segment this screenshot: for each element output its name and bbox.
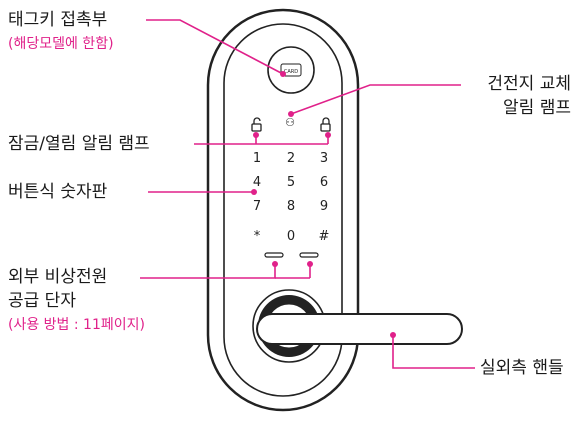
label-battery-lamp-2: 알림 램프	[503, 98, 571, 118]
keypad-key-6[interactable]: 6	[320, 175, 328, 190]
callout-tag	[146, 19, 284, 75]
dot-keypad	[251, 189, 257, 195]
battery-icon: ⚇	[285, 116, 295, 129]
label-power-1: 외부 비상전원	[8, 267, 108, 287]
label-keypad: 버튼식 숫자판	[8, 182, 108, 202]
label-battery-lamp-1: 건전지 교체	[487, 74, 571, 94]
card-reader-mark	[280, 63, 302, 77]
callout-handle	[392, 335, 475, 369]
keypad-key-9[interactable]: 9	[320, 199, 328, 214]
keypad-key-4[interactable]: 4	[253, 175, 261, 190]
label-tag-area-note: (해당모델에 한함)	[8, 36, 114, 52]
dot-power-left	[272, 261, 278, 267]
keypad-key-8[interactable]: 8	[287, 199, 295, 214]
dot-handle	[390, 332, 396, 338]
lock-closed-icon	[320, 117, 331, 132]
label-lock-lamp: 잠금/열림 알림 램프	[8, 134, 150, 154]
keypad-key-7[interactable]: 7	[253, 199, 261, 214]
handle-lever	[256, 313, 463, 345]
label-power-2: 공급 단자	[8, 291, 76, 311]
keypad-key-0[interactable]: 0	[287, 229, 295, 244]
keypad-key-5[interactable]: 5	[287, 175, 295, 190]
lock-open-icon	[251, 117, 262, 132]
label-handle: 실외측 핸들	[480, 358, 564, 378]
keypad: 1 2 3 4 5 6 7 8 9 * 0 #	[253, 151, 330, 244]
dot-power-right	[307, 261, 313, 267]
power-terminal-left	[264, 252, 284, 258]
dot-battery	[288, 111, 294, 117]
label-tag-area: 태그키 접촉부	[8, 10, 108, 30]
dot-tag	[280, 71, 286, 77]
svg-text:⚇: ⚇	[285, 116, 295, 129]
keypad-key-star[interactable]: *	[254, 229, 261, 244]
keypad-key-3[interactable]: 3	[320, 151, 328, 166]
keypad-key-1[interactable]: 1	[253, 151, 261, 166]
dot-lamp-left	[253, 132, 259, 138]
card-mark-text: CARD	[284, 69, 298, 75]
callout-dots	[251, 71, 396, 338]
keypad-key-hash[interactable]: #	[319, 229, 330, 244]
power-terminal-right	[299, 252, 319, 258]
label-power-note: (사용 방법 : 11페이지)	[8, 317, 145, 333]
dot-lamp-right	[325, 132, 331, 138]
callout-battery	[290, 84, 461, 115]
keypad-key-2[interactable]: 2	[287, 151, 295, 166]
